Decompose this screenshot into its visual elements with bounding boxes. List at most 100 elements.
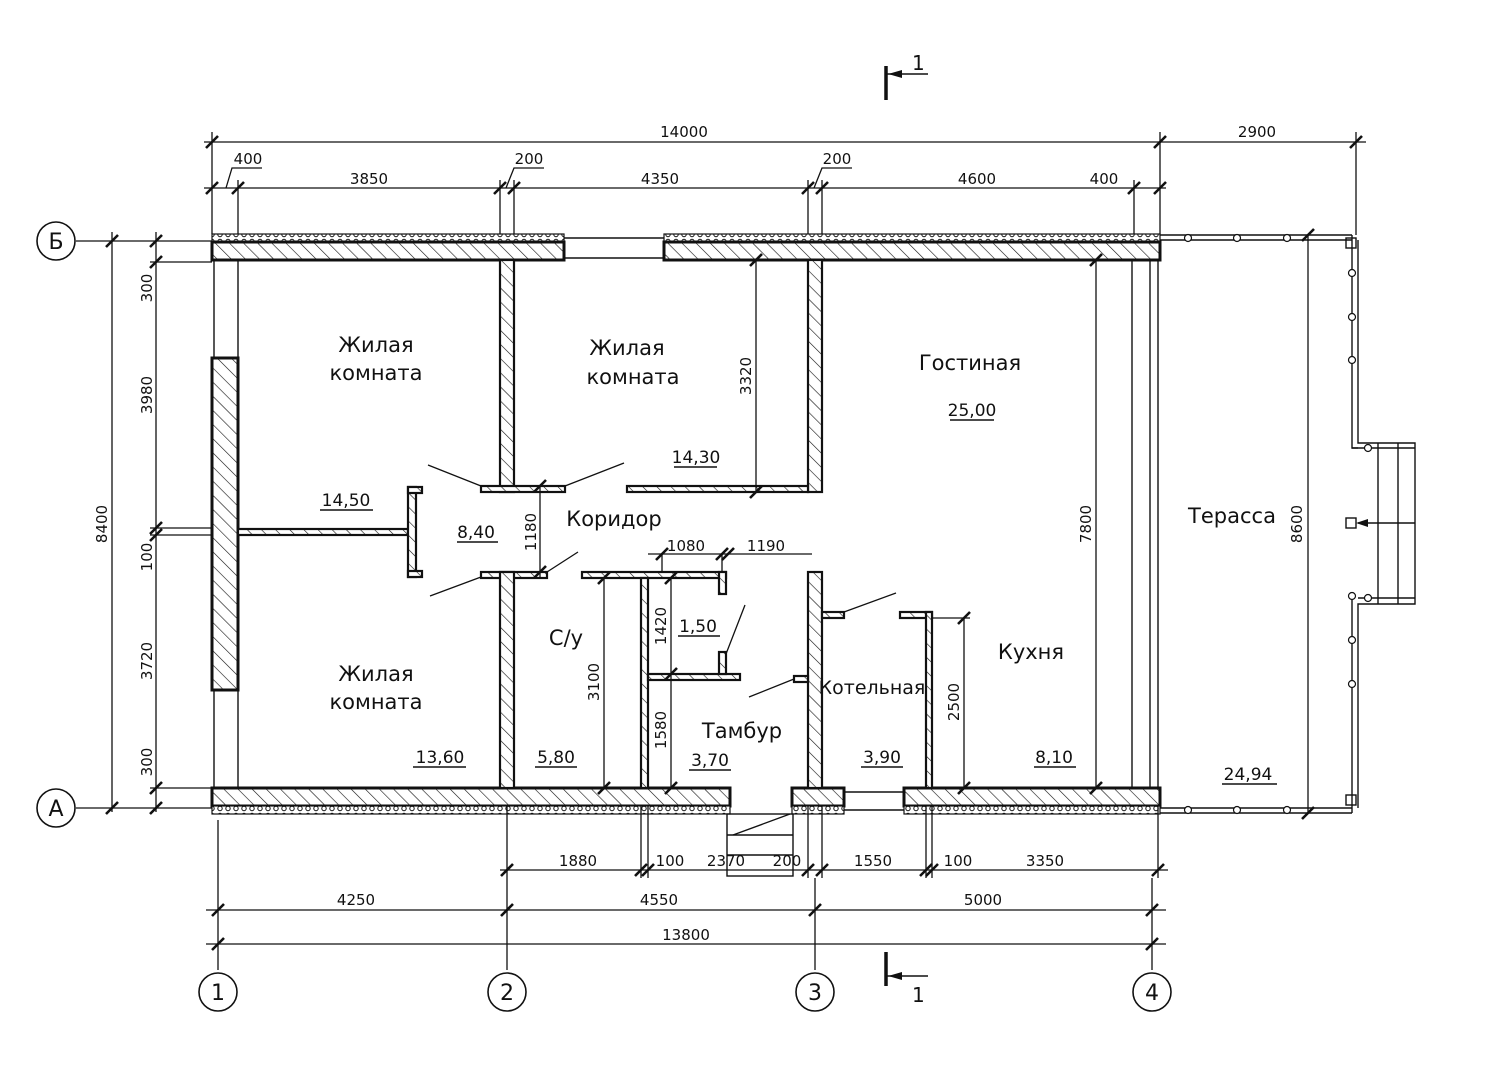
dim-bottom-2370: 2370	[707, 852, 745, 870]
dim-left-3720: 3720	[138, 642, 156, 680]
dimension-tick	[808, 903, 822, 917]
room-area-kitchen: 8,10	[1035, 748, 1073, 768]
dimension-tick	[149, 801, 163, 815]
axis-bubble-a: А	[36, 788, 76, 828]
dim-top-200-a: 200	[515, 150, 544, 168]
dimension-tick	[801, 863, 815, 877]
axis-bubble-4: 4	[1132, 972, 1172, 1012]
dimension-tick	[1349, 135, 1363, 149]
room-area-boiler: 3,90	[863, 748, 901, 768]
dim-top-400-left: 400	[234, 150, 263, 168]
railing-post	[1347, 268, 1357, 278]
dimension-tick	[149, 528, 163, 542]
dimension-tick	[1089, 253, 1103, 267]
dim-bottom-1550: 1550	[854, 852, 892, 870]
dim-bathroom-height: 3100	[585, 663, 603, 701]
railing-post	[1183, 805, 1193, 815]
railing-post	[1363, 593, 1373, 603]
dimension-tick	[149, 521, 163, 535]
dimension-tick	[533, 479, 547, 493]
axis-label-3: 3	[808, 981, 822, 1006]
dimension-tick	[105, 234, 119, 248]
dim-left-300-bottom: 300	[138, 748, 156, 777]
room-area-guest: 25,00	[948, 401, 997, 421]
dimension-tick	[493, 181, 507, 195]
dimension-tick	[655, 547, 669, 561]
axis-markers: 1 2 3 4 Б А	[36, 221, 1172, 1012]
room-area-vestibule: 3,70	[691, 751, 729, 771]
axis-label-2: 2	[500, 981, 514, 1006]
dim-vestibule-span: 1190	[747, 537, 785, 555]
dimension-tick	[1301, 806, 1315, 820]
dim-vestibule-height: 1580	[652, 711, 670, 749]
room-area-living-1: 14,50	[322, 491, 371, 511]
dimension-tick	[1153, 181, 1167, 195]
room-area-living-2: 14,30	[672, 448, 721, 468]
dim-bottom-1880: 1880	[559, 852, 597, 870]
dimension-tick	[1127, 181, 1141, 195]
dimension-tick	[919, 863, 933, 877]
railing-post	[1232, 805, 1242, 815]
room-labels: Жилая комната 14,50 Жилая комната 14,30 …	[320, 333, 1277, 785]
dim-left-overall: 8400	[93, 505, 111, 543]
dim-corridor-width: 1180	[522, 513, 540, 551]
terrace	[1160, 233, 1416, 815]
dimension-tick	[957, 611, 971, 625]
dim-bottom-100-b: 100	[944, 852, 973, 870]
railing-post	[1347, 679, 1357, 689]
dimension-tick	[597, 781, 611, 795]
room-area-living-3: 13,60	[416, 748, 465, 768]
dimension-tick	[815, 181, 829, 195]
dimension-tick	[749, 253, 763, 267]
axis-bubble-3: 3	[795, 972, 835, 1012]
railing-post	[1183, 233, 1193, 243]
room-name-boiler: Котельная	[819, 677, 926, 699]
dimension-tick	[749, 485, 763, 499]
axis-label-a: А	[48, 797, 63, 822]
railing-post	[1232, 233, 1242, 243]
dimension-tick	[507, 181, 521, 195]
dimension-tick	[634, 863, 648, 877]
dimension-tick	[597, 571, 611, 585]
dim-top-terrace: 2900	[1238, 123, 1276, 141]
interior-walls	[236, 258, 934, 790]
room-name-kitchen: Кухня	[998, 640, 1064, 664]
axis-bubble-b: Б	[36, 221, 76, 261]
room-name-terrace: Терасса	[1187, 504, 1276, 528]
dim-bottom-100-a: 100	[656, 852, 685, 870]
dimension-tick	[801, 181, 815, 195]
railing-post	[1347, 312, 1357, 322]
dim-top-4350: 4350	[641, 170, 679, 188]
axis-bubble-2: 2	[487, 972, 527, 1012]
dim-axes-4250: 4250	[337, 891, 375, 909]
room-area-corridor: 8,40	[457, 523, 495, 543]
railing-post	[1282, 805, 1292, 815]
railing-post	[1363, 443, 1373, 453]
dimension-tick	[149, 781, 163, 795]
dimension-tick	[105, 801, 119, 815]
dimension-tick	[500, 903, 514, 917]
axis-label-b: Б	[48, 230, 63, 255]
room-name-living-3-l1: Жилая	[338, 662, 413, 686]
dimension-tick	[664, 781, 678, 795]
railing-posts	[1183, 233, 1373, 815]
dim-left-100: 100	[138, 543, 156, 572]
dimension-tick	[1153, 135, 1167, 149]
dimension-tick	[205, 181, 219, 195]
dimension-tick	[721, 547, 735, 561]
dimension-ticks	[105, 135, 1363, 951]
dimension-tick	[500, 863, 514, 877]
railing-post	[1282, 233, 1292, 243]
axis-label-4: 4	[1145, 981, 1159, 1006]
dim-axes-4550: 4550	[640, 891, 678, 909]
dimension-tick	[1145, 937, 1159, 951]
dim-closet-width: 1080	[667, 537, 705, 555]
dim-bottom-3350: 3350	[1026, 852, 1064, 870]
dimension-tick	[815, 863, 829, 877]
dimension-tick	[205, 135, 219, 149]
dimension-tick	[1151, 863, 1165, 877]
dimension-lines	[76, 66, 1366, 986]
door-swings	[427, 462, 897, 698]
room-name-guest: Гостиная	[919, 351, 1021, 375]
